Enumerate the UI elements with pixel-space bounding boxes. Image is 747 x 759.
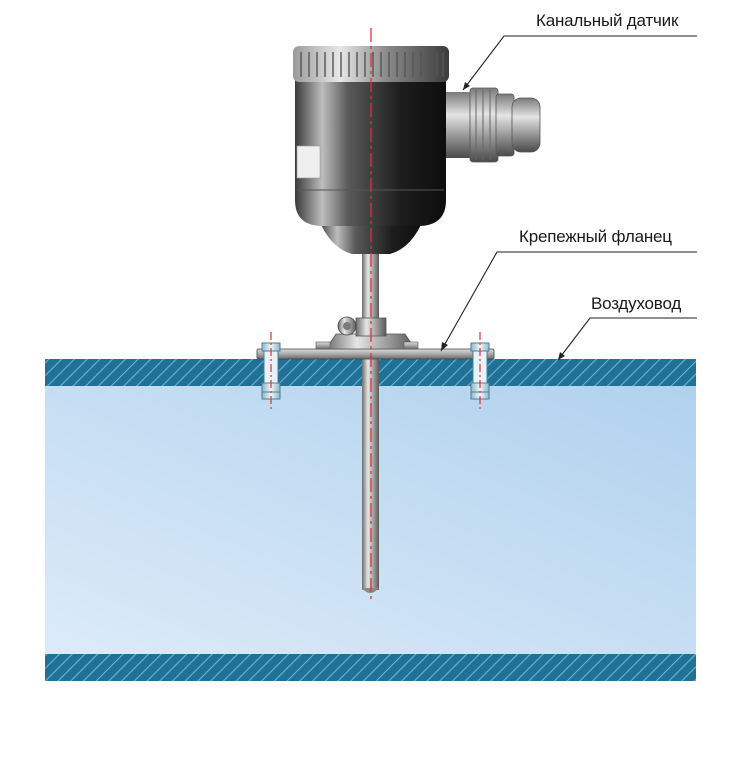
cap-knurling — [300, 52, 444, 77]
leader-sensor — [462, 35, 697, 91]
sensor-head — [293, 46, 541, 254]
housing-label-plate — [296, 145, 321, 179]
bolt-left — [261, 332, 281, 412]
leader-duct — [557, 317, 697, 361]
duct-bottom-wall — [45, 654, 696, 681]
label-mounting-flange: Крепежный фланец — [519, 227, 672, 246]
mounting-flange — [256, 316, 495, 360]
leader-lines — [440, 35, 697, 361]
flange-plate — [256, 348, 495, 360]
cable-gland — [436, 87, 541, 163]
bolt-right — [470, 332, 490, 412]
label-duct-sensor: Канальный датчик — [536, 11, 679, 30]
leader-flange — [440, 251, 697, 352]
label-air-duct: Воздуховод — [591, 294, 682, 313]
